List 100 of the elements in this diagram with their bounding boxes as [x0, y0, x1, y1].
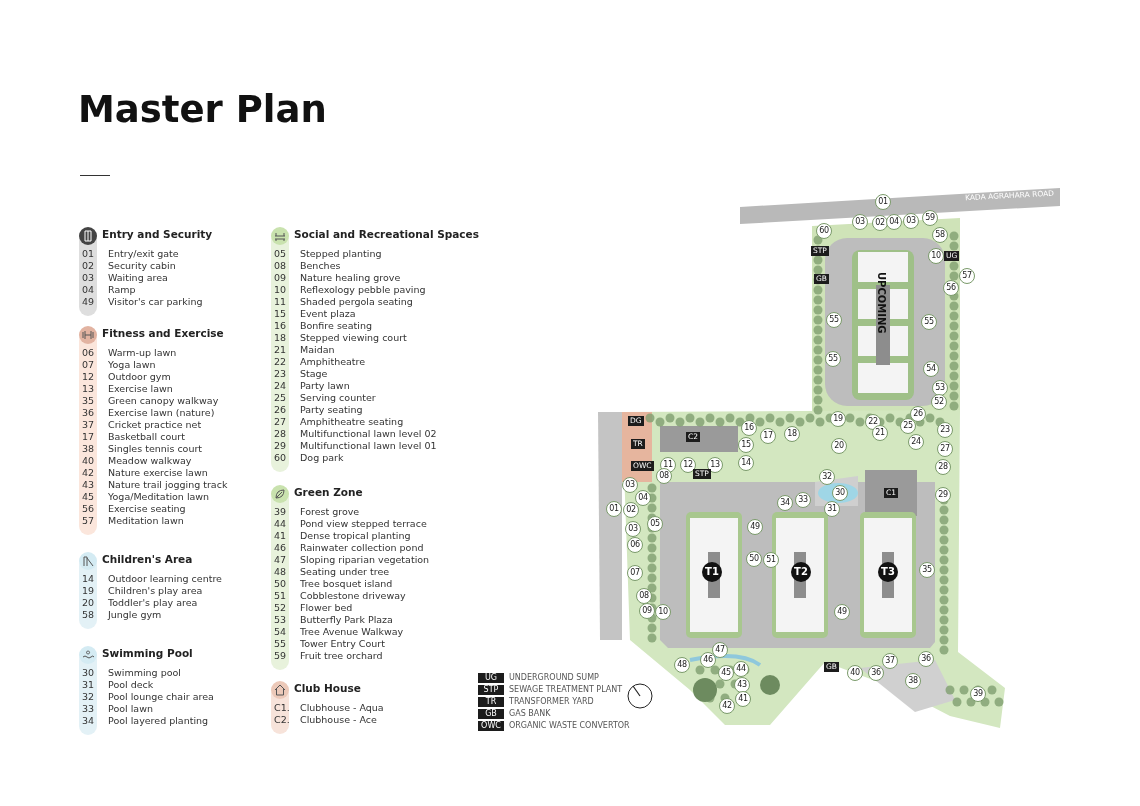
legend-item: Serving counter — [300, 392, 376, 403]
legend-item: Flower bed — [300, 602, 353, 613]
legend-number: 56 — [82, 503, 95, 514]
legend-number: 24 — [274, 380, 287, 391]
legend-item: Party lawn — [300, 380, 350, 391]
legend-item: Amphitheatre — [300, 356, 366, 367]
legend-item: Exercise lawn (nature) — [108, 407, 215, 418]
legend-item: Bonfire seating — [300, 320, 372, 331]
legend-item: Basketball court — [108, 431, 185, 442]
legend-number: C1. — [274, 702, 290, 713]
legend-item: Exercise lawn — [108, 383, 173, 394]
legend-number: 38 — [82, 443, 95, 454]
legend-number: 41 — [274, 530, 287, 541]
abbreviation-text: ORGANIC WASTE CONVERTOR — [509, 721, 630, 731]
legend-number: 01 — [82, 248, 95, 259]
legend-item: Benches — [300, 260, 341, 271]
legend-item: Pool lawn — [108, 703, 153, 714]
abbreviation-tag: OWC — [478, 721, 504, 731]
legend-number: 07 — [82, 359, 95, 370]
legend-number: 14 — [82, 573, 95, 584]
legend-item: Green canopy walkway — [108, 395, 219, 406]
legend-number: 20 — [82, 597, 95, 608]
legend-item: Pool deck — [108, 679, 154, 690]
legend-item: Event plaza — [300, 308, 356, 319]
legend-number: 42 — [82, 467, 95, 478]
legend-number: 32 — [82, 691, 95, 702]
legend-item: Toddler's play area — [108, 597, 198, 608]
legend-heading: Entry and Security — [102, 228, 213, 240]
legend-item: Dog park — [300, 452, 344, 463]
legend-number: 47 — [274, 554, 287, 565]
legend-number: 43 — [82, 479, 95, 490]
legend-item: Yoga lawn — [108, 359, 156, 370]
legend-number: 57 — [82, 515, 95, 526]
legend-number: 19 — [82, 585, 95, 596]
callout-number: 40 — [847, 665, 863, 681]
legend-number: 03 — [82, 272, 95, 283]
legend-item: Ramp — [108, 284, 136, 295]
legend-number: 52 — [274, 602, 287, 613]
legend-heading: Club House — [294, 682, 361, 694]
legend-item: Visitor's car parking — [108, 296, 203, 307]
legend-number: 34 — [82, 715, 95, 726]
legend-number: 18 — [274, 332, 287, 343]
legend-number: 51 — [274, 590, 287, 601]
legend-number: 10 — [274, 284, 287, 295]
legend-item: Tower Entry Court — [300, 638, 385, 649]
legend-item: Warm-up lawn — [108, 347, 177, 358]
legend-item: Security cabin — [108, 260, 176, 271]
legend-item: Outdoor gym — [108, 371, 171, 382]
legend-item: Sloping riparian vegetation — [300, 554, 430, 565]
legend-number: 54 — [274, 626, 287, 637]
legend-number: 13 — [82, 383, 95, 394]
legend-item: Amphitheatre seating — [300, 416, 404, 427]
legend-item: Stepped planting — [300, 248, 382, 259]
legend-item: Reflexology pebble paving — [300, 284, 426, 295]
callout-number: 03 — [625, 521, 641, 537]
legend-number: 12 — [82, 371, 95, 382]
abbreviation-text: TRANSFORMER YARD — [509, 697, 594, 707]
legend-number: 28 — [274, 428, 287, 439]
abbreviation-tag: UG — [478, 673, 504, 683]
abbreviation-tag: STP — [478, 685, 504, 695]
legend-number: 09 — [274, 272, 287, 283]
legend-item: Nature healing grove — [300, 272, 401, 283]
callout-number: 57 — [959, 268, 975, 284]
legend-number: 22 — [274, 356, 287, 367]
legend-item: Swimming pool — [108, 667, 181, 678]
legend-heading: Children's Area — [102, 553, 193, 565]
legend-item: Nature trail jogging track — [108, 479, 228, 490]
legend-number: 29 — [274, 440, 287, 451]
legend-item: Children's play area — [108, 585, 203, 596]
legend-item: Party seating — [300, 404, 363, 415]
legend-item: Butterfly Park Plaza — [300, 614, 393, 625]
legend-number: 49 — [82, 296, 95, 307]
legend-item: Exercise seating — [108, 503, 186, 514]
legend-heading: Green Zone — [294, 486, 363, 498]
legend-item: Tree Avenue Walkway — [300, 626, 404, 637]
legend-number: 30 — [82, 667, 95, 678]
abbreviation-text: UNDERGROUND SUMP — [509, 673, 599, 683]
legend-number: 40 — [82, 455, 95, 466]
legend-number: 33 — [82, 703, 95, 714]
callout-number: 02 — [623, 502, 639, 518]
legend-item: Clubhouse - Aqua — [300, 702, 384, 713]
legend-item: Pool layered planting — [108, 715, 209, 726]
legend-item: Cobblestone driveway — [300, 590, 406, 601]
legend-item: Seating under tree — [300, 566, 390, 577]
legend-item: Yoga/Meditation lawn — [108, 491, 210, 502]
legend-heading: Fitness and Exercise — [102, 327, 224, 339]
legend-number: 08 — [274, 260, 287, 271]
legend-number: 59 — [274, 650, 287, 661]
legend-heading: Social and Recreational Spaces — [294, 228, 479, 240]
legend-number: 45 — [82, 491, 95, 502]
legend-item: Meditation lawn — [108, 515, 184, 526]
legend-number: 27 — [274, 416, 287, 427]
legend-item: Fruit tree orchard — [300, 650, 383, 661]
legend-number: 23 — [274, 368, 287, 379]
legend-number: 26 — [274, 404, 287, 415]
legend-item: Multifunctional lawn level 01 — [300, 440, 437, 451]
building-label: UPCOMING — [876, 272, 887, 334]
legend-item: Tree bosquet island — [300, 578, 393, 589]
abbreviation-tag: TR — [478, 697, 504, 707]
legend-number: C2. — [274, 714, 290, 725]
